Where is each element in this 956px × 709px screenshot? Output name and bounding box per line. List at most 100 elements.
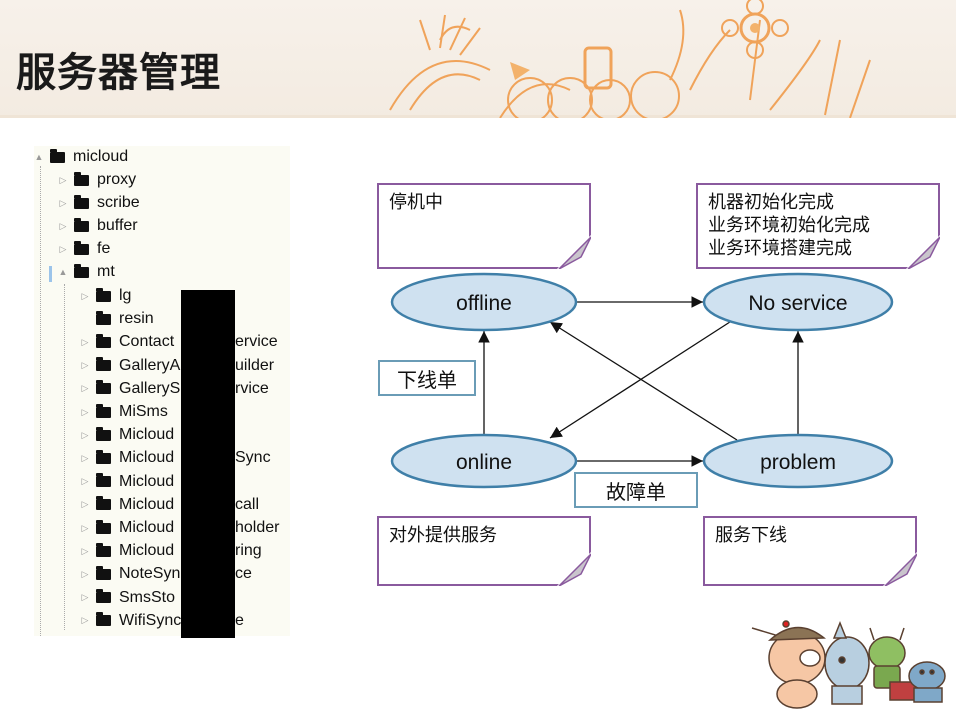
tree-node-fe[interactable]: ▷ fe — [58, 238, 111, 260]
note-no-service: 机器初始化完成 业务环境初始化完成 业务环境搭建完成 — [696, 183, 940, 269]
slide-header — [0, 0, 956, 118]
tree-node-proxy[interactable]: ▷ proxy — [58, 169, 137, 191]
tree-node-label: Micloud — [119, 542, 175, 560]
tree-node-mt-child[interactable]: ▷Micloud — [80, 424, 175, 446]
expand-triangle-icon[interactable]: ▷ — [81, 406, 89, 417]
slide-title: 服务器管理 — [16, 50, 221, 96]
edge-label-offline-order: 下线单 — [378, 360, 476, 396]
tree-node-label: NoteSyn — [119, 565, 181, 583]
tree-node-label: MiSms — [119, 403, 168, 420]
expand-triangle-icon[interactable]: ▷ — [81, 383, 89, 394]
tree-guide-line — [40, 166, 41, 636]
folder-icon — [96, 357, 111, 372]
node-problem-label: problem — [760, 451, 836, 474]
expand-triangle-icon[interactable]: ▷ — [81, 522, 89, 533]
tree-node-label: micloud — [73, 148, 129, 165]
expand-triangle-icon[interactable]: ▷ — [81, 615, 89, 626]
expand-triangle-icon[interactable]: ▷ — [81, 336, 89, 347]
tree-node-buffer[interactable]: ▷ buffer — [58, 215, 138, 237]
folder-icon — [50, 148, 65, 163]
folder-icon — [74, 171, 89, 186]
folder-icon — [96, 496, 111, 511]
collapse-triangle-icon[interactable]: ▲ — [34, 152, 44, 162]
folder-icon — [96, 287, 111, 302]
node-no-service-label: No service — [748, 292, 847, 315]
tree-node-label: mt — [97, 263, 115, 280]
folder-icon — [74, 217, 89, 232]
header-floral-decoration-icon — [389, 0, 871, 118]
note-text: 机器初始化完成 — [708, 192, 834, 213]
tree-node-mt[interactable]: ▲ mt — [58, 261, 115, 283]
note-text: 停机中 — [389, 192, 443, 213]
tree-node-mt-child[interactable]: resin — [80, 308, 154, 330]
node-offline: offline — [390, 272, 578, 332]
folder-icon — [96, 612, 111, 627]
note-text: 业务环境搭建完成 — [708, 238, 852, 259]
expand-triangle-icon[interactable]: ▷ — [81, 429, 89, 440]
note-offline: 停机中 — [377, 183, 591, 269]
expand-triangle-icon[interactable]: ▷ — [81, 568, 89, 579]
tree-node-scribe[interactable]: ▷ scribe — [58, 192, 140, 214]
page-fold-icon — [906, 235, 940, 269]
tree-node-label: SmsSto — [119, 588, 176, 606]
page-fold-icon — [557, 235, 591, 269]
expand-triangle-icon[interactable]: ▷ — [81, 290, 89, 301]
expand-triangle-icon[interactable]: ▷ — [81, 499, 89, 510]
expand-triangle-icon[interactable]: ▷ — [59, 220, 67, 231]
directory-tree-panel: ▲ micloud ▷ proxy ▷ scribe ▷ buffer ▷ fe… — [34, 146, 290, 636]
tree-node-label-suffix: call — [235, 495, 260, 513]
folder-icon — [96, 565, 111, 580]
tree-node-mt-child[interactable]: ▷ Micloud call — [80, 494, 259, 516]
folder-icon — [96, 589, 111, 604]
tree-node-label-suffix: ring — [235, 542, 262, 560]
edge-problem-to-offline — [549, 321, 738, 441]
tree-node-label-suffix: uilder — [235, 356, 275, 374]
tree-node-label: scribe — [97, 194, 140, 211]
edge-label-fault-order: 故障单 — [574, 472, 698, 508]
tree-node-label: WifiSync — [119, 611, 182, 629]
tree-node-mt-child[interactable]: ▷ SmsSto — [80, 587, 175, 609]
expand-triangle-icon[interactable]: ▷ — [59, 174, 67, 185]
tree-node-label-suffix: ce — [235, 565, 252, 583]
tree-node-mt-child[interactable]: ▷ Micloud ring — [80, 540, 262, 562]
tree-selection-marker — [49, 266, 52, 282]
folder-icon — [96, 403, 111, 418]
tree-node-label-suffix: ervice — [235, 333, 278, 351]
folder-icon — [96, 426, 111, 441]
folder-icon — [96, 310, 111, 325]
node-online: online — [390, 433, 578, 489]
tree-node-mt-child[interactable]: ▷ NoteSyn ce — [80, 563, 252, 585]
folder-icon — [74, 240, 89, 255]
tree-node-mt-child[interactable]: ▷ MiSms — [80, 401, 168, 423]
expand-triangle-icon[interactable]: ▷ — [81, 360, 89, 371]
expand-triangle-icon[interactable]: ▷ — [81, 592, 89, 603]
folder-icon — [74, 263, 89, 278]
expand-triangle-icon[interactable]: ▷ — [59, 243, 67, 254]
tree-node-mt-child[interactable]: ▷ lg — [80, 285, 132, 307]
folder-icon — [96, 380, 111, 395]
tree-node-label: lg — [119, 287, 132, 304]
note-online: 对外提供服务 — [377, 516, 591, 586]
tree-node-label: fe — [97, 240, 111, 257]
tree-node-label-suffix: holder — [235, 519, 280, 536]
tree-node-root[interactable]: ▲ micloud — [34, 146, 129, 168]
expand-triangle-icon[interactable]: ▷ — [59, 197, 67, 208]
tree-node-label: Micloud — [119, 472, 175, 490]
expand-triangle-icon[interactable]: ▷ — [81, 545, 89, 556]
node-no-service: No service — [702, 272, 894, 332]
page-fold-icon — [557, 552, 591, 586]
expand-triangle-icon[interactable]: ▷ — [81, 476, 89, 487]
collapse-triangle-icon[interactable]: ▲ — [58, 267, 68, 277]
note-text: 服务下线 — [715, 525, 787, 546]
folder-icon — [96, 449, 111, 464]
tree-node-label: Micloud — [119, 495, 175, 513]
expand-triangle-icon[interactable]: ▷ — [81, 452, 89, 463]
tree-node-mt-child[interactable]: ▷ Micloud — [80, 471, 175, 493]
tree-node-label: resin — [119, 310, 154, 328]
